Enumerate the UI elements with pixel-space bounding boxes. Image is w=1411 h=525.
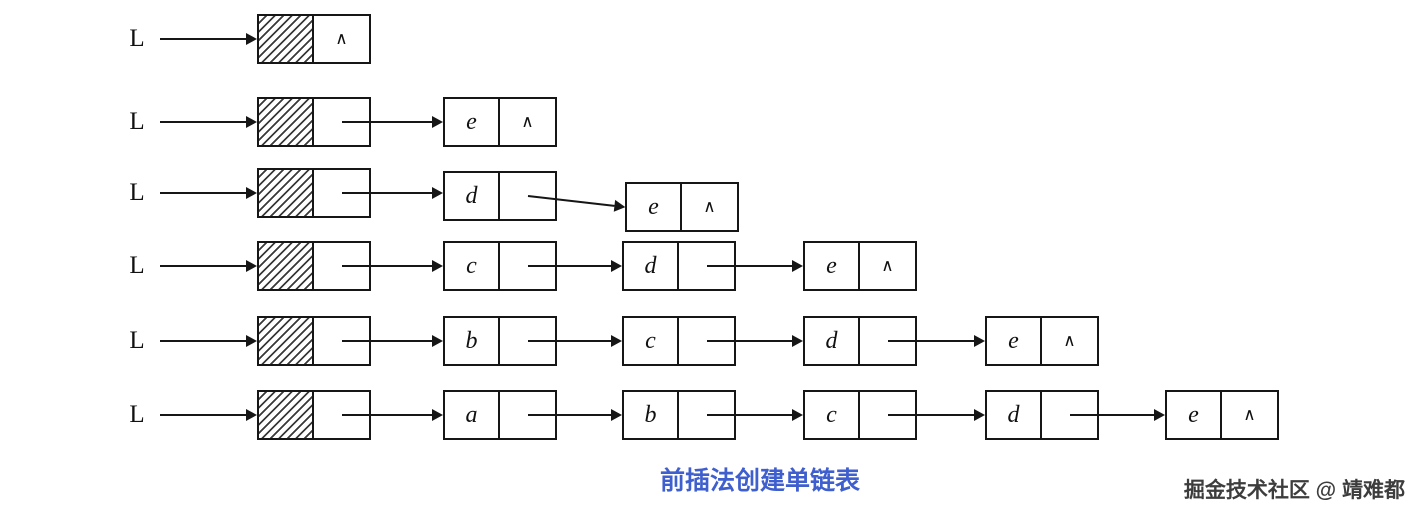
head-data-cell-hatched (259, 243, 314, 289)
head-data-cell-hatched (259, 392, 314, 438)
arrow-l-to-head (160, 33, 257, 45)
node-data-cell: c (445, 243, 500, 289)
list-pointer-label: L (129, 401, 145, 428)
null-pointer-symbol: ∧ (1063, 331, 1076, 351)
head-node (257, 168, 371, 218)
list-pointer-label: L (129, 108, 145, 135)
node-data-cell: d (445, 173, 500, 219)
arrow-node-to-node (1070, 409, 1165, 421)
node-pointer-cell: ∧ (682, 184, 737, 230)
arrow-node-to-node (707, 260, 803, 272)
list-pointer-label: L (129, 25, 145, 52)
head-data-cell-hatched (259, 99, 314, 145)
arrow-head-to-node (342, 187, 443, 199)
node-pointer-cell: ∧ (1222, 392, 1277, 438)
list-node: e ∧ (443, 97, 557, 147)
arrow-node-to-node (528, 260, 622, 272)
null-pointer-symbol: ∧ (521, 112, 534, 132)
watermark: 掘金技术社区 @ 靖难都 (1183, 479, 1405, 502)
node-pointer-cell: ∧ (860, 243, 915, 289)
arrow-node-to-node (707, 335, 803, 347)
arrow-node-to-node (528, 409, 622, 421)
list-node: e ∧ (803, 241, 917, 291)
arrow-l-to-head (160, 116, 257, 128)
arrow-l-to-head (160, 187, 257, 199)
head-data-cell-hatched (259, 16, 314, 62)
head-data-cell-hatched (259, 170, 314, 216)
head-data-cell-hatched (259, 318, 314, 364)
null-pointer-symbol: ∧ (703, 197, 716, 217)
node-data-cell: e (445, 99, 500, 145)
node-data-cell: a (445, 392, 500, 438)
node-data-cell: e (627, 184, 682, 230)
node-data-cell: d (805, 318, 860, 364)
node-data-cell: d (624, 243, 679, 289)
node-pointer-cell: ∧ (500, 99, 555, 145)
node-data-cell: c (805, 392, 860, 438)
arrow-head-to-node (342, 260, 443, 272)
node-data-cell: b (445, 318, 500, 364)
node-data-cell: c (624, 318, 679, 364)
node-pointer-cell: ∧ (1042, 318, 1097, 364)
node-data-cell: e (987, 318, 1042, 364)
null-pointer-symbol: ∧ (881, 256, 894, 276)
arrow-node-to-node (707, 409, 803, 421)
list-node: c (443, 241, 557, 291)
list-node: e ∧ (1165, 390, 1279, 440)
arrow-node-to-node (528, 335, 622, 347)
arrow-node-to-node (888, 335, 985, 347)
arrow-head-to-node (342, 409, 443, 421)
arrow-head-to-node (342, 116, 443, 128)
node-data-cell: d (987, 392, 1042, 438)
node-data-cell: e (805, 243, 860, 289)
head-node (257, 390, 371, 440)
arrow-node-to-node (888, 409, 985, 421)
list-pointer-label: L (129, 252, 145, 279)
null-pointer-symbol: ∧ (335, 29, 348, 49)
arrow-head-to-node (342, 335, 443, 347)
head-pointer-cell: ∧ (314, 16, 369, 62)
head-node: ∧ (257, 14, 371, 64)
arrow-l-to-head (160, 260, 257, 272)
node-data-cell: e (1167, 392, 1222, 438)
node-data-cell: b (624, 392, 679, 438)
arrow-l-to-head (160, 409, 257, 421)
list-node: e ∧ (985, 316, 1099, 366)
list-pointer-label: L (129, 327, 145, 354)
arrow-l-to-head (160, 335, 257, 347)
null-pointer-symbol: ∧ (1243, 405, 1256, 425)
list-pointer-label: L (129, 179, 145, 206)
list-node: e ∧ (625, 182, 739, 232)
diagram-caption: 前插法创建单链表 (659, 467, 860, 495)
